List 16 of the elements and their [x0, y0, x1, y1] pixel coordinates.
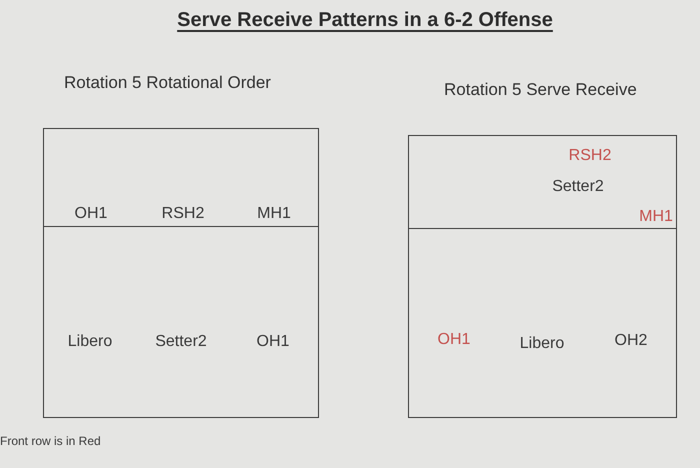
court-heading: Rotation 5 Serve Receive: [444, 79, 637, 101]
player-label: RSH2: [568, 146, 612, 166]
player-label: Setter2: [155, 332, 207, 352]
player-label: MH1: [639, 207, 673, 227]
player-label: OH2: [614, 331, 648, 351]
player-label: Libero: [520, 334, 564, 354]
diagram-title: Serve Receive Patterns in a 6-2 Offense: [176, 8, 554, 33]
player-label: OH1: [256, 332, 290, 352]
court-heading: Rotation 5 Rotational Order: [64, 72, 271, 94]
note-text: Front row is in Red: [0, 433, 101, 449]
player-label: OH1: [74, 204, 108, 224]
player-label: Setter2: [552, 177, 604, 197]
player-label: MH1: [257, 204, 291, 224]
player-label: OH1: [438, 330, 470, 350]
player-label: Libero: [68, 332, 112, 352]
player-label: RSH2: [162, 204, 204, 224]
